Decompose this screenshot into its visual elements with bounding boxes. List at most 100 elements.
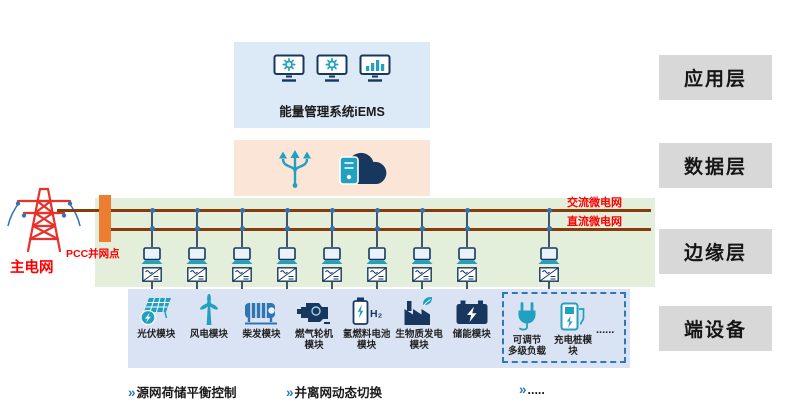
edge-terminal-icon — [454, 247, 480, 266]
module-wind: 风电模块 — [183, 292, 236, 366]
adjustable-load-plug-icon — [518, 302, 536, 331]
hydrogen-fuel-cell-icon: H₂ — [352, 297, 383, 325]
biomass-plant-icon — [404, 296, 433, 325]
module-icon-wrap: H₂ — [349, 292, 385, 326]
acdc-converter-icon — [539, 267, 559, 282]
acdc-converter-icon — [187, 267, 207, 282]
ac-connection-dot — [374, 208, 380, 213]
module-solar: 光伏模块 — [130, 292, 183, 366]
ac-connection-dot — [149, 208, 155, 213]
acdc-converter-icon — [367, 267, 387, 282]
module-label: 氢燃料电池 模块 — [342, 329, 391, 352]
pcc-label: PCC并网点 — [66, 248, 120, 260]
converter-drop-line — [421, 282, 423, 290]
module-icon-wrap — [297, 292, 331, 326]
ac-connection-dot — [329, 208, 335, 213]
gas-turbine-icon — [297, 303, 331, 324]
wind-turbine-icon — [199, 294, 218, 325]
edge-terminal-icon — [274, 247, 300, 266]
dc-connection-dot — [149, 226, 155, 231]
layer-label-text: 应用层 — [683, 69, 747, 90]
ac-bus-label: 交流微电网 — [567, 197, 622, 209]
edge-terminal-icon — [364, 247, 390, 266]
cloud-server-icon — [339, 152, 387, 185]
module-label: 充电桩模块 — [553, 335, 592, 358]
module-diesel: 柴发模块 — [235, 292, 288, 366]
battery-storage-icon — [456, 300, 488, 324]
pcc-bar — [99, 195, 111, 242]
acdc-converter-icon — [277, 267, 297, 282]
solar-panel-icon — [140, 297, 172, 326]
converter-drop-line — [286, 282, 288, 290]
dc-connection-dot — [239, 226, 245, 231]
module-icon-wrap — [402, 292, 436, 326]
edge-terminal-icon — [409, 247, 435, 266]
note-grid-switch: » 并离网动态切换 — [286, 382, 382, 401]
module-label: 可调节 多级负载 — [507, 335, 546, 358]
module-icon-wrap — [243, 292, 279, 326]
diesel-generator-icon — [245, 303, 278, 325]
ems-panel: 能量管理系统iEMS — [234, 42, 430, 128]
edge-terminal-icon — [319, 247, 345, 266]
module-ev-charger: 充电桩模块 — [550, 298, 596, 358]
acdc-converter-icon — [322, 267, 342, 282]
ac-connection-dot — [419, 208, 425, 213]
module-label: 风电模块 — [189, 329, 228, 340]
ac-connection-dot — [239, 208, 245, 213]
module-adjustable-load: 可调节 多级负载 — [504, 298, 550, 358]
dc-bus-label: 直流微电网 — [567, 216, 622, 228]
data-layer-panel — [234, 140, 430, 196]
ems-title: 能量管理系统iEMS — [279, 105, 385, 119]
acdc-converter-icon — [412, 267, 432, 282]
dc-connection-dot — [329, 226, 335, 231]
ac-bus-line — [111, 209, 651, 212]
module-label: 储能模块 — [452, 329, 491, 340]
layer-label-application: 应用层 — [659, 55, 772, 100]
dc-connection-dot — [546, 226, 552, 231]
more-modules-ellipsis: ...... — [596, 324, 615, 336]
note-text: 源网荷储平衡控制 — [136, 386, 237, 400]
module-gas-turbine: 燃气轮机 模块 — [288, 292, 341, 366]
dc-bus-line — [111, 228, 651, 231]
layer-label-text: 数据层 — [683, 157, 747, 178]
module-label: 燃气轮机 模块 — [295, 329, 334, 352]
converter-drop-line — [196, 282, 198, 290]
module-label: 光伏模块 — [137, 329, 176, 340]
ac-connection-dot — [194, 208, 200, 213]
layer-label-data: 数据层 — [659, 143, 772, 188]
ev-charger-icon — [560, 302, 585, 331]
converter-drop-line — [151, 282, 153, 290]
module-icon-wrap — [558, 298, 588, 332]
layer-label-edge: 边缘层 — [659, 229, 772, 274]
data-flow-icon — [279, 150, 311, 188]
note-text: 并离网动态切换 — [294, 386, 383, 400]
module-label: 生物质发电 模块 — [395, 329, 443, 352]
module-icon-wrap — [454, 292, 490, 326]
note-text: ..... — [527, 383, 545, 397]
hydrogen-label: H₂ — [370, 308, 383, 320]
flexible-load-group: 可调节 多级负载 充电桩模块 ...... — [502, 292, 626, 363]
chevron-marker: » — [128, 385, 136, 400]
edge-terminal-icon — [184, 247, 210, 266]
monitor-gear-icon — [314, 54, 350, 84]
dc-connection-dot — [419, 226, 425, 231]
chevron-marker: » — [519, 382, 527, 397]
module-icon-wrap — [511, 298, 543, 332]
layer-label-text: 端设备 — [683, 320, 747, 341]
converter-drop-line — [376, 282, 378, 290]
converter-drop-line — [548, 282, 550, 290]
monitor-gear-icon — [271, 54, 307, 84]
chevron-marker: » — [286, 385, 294, 400]
edge-terminal-icon — [229, 247, 255, 266]
module-hydrogen: H₂ 氢燃料电池 模块 — [340, 292, 393, 366]
converter-drop-line — [241, 282, 243, 290]
ac-connection-dot — [546, 208, 552, 213]
converter-drop-line — [331, 282, 333, 290]
main-grid-label: 主电网 — [10, 260, 54, 276]
dc-connection-dot — [464, 226, 470, 231]
edge-terminal-icon — [536, 247, 562, 266]
dc-connection-dot — [194, 226, 200, 231]
acdc-converter-icon — [142, 267, 162, 282]
module-biomass: 生物质发电 模块 — [393, 292, 446, 366]
